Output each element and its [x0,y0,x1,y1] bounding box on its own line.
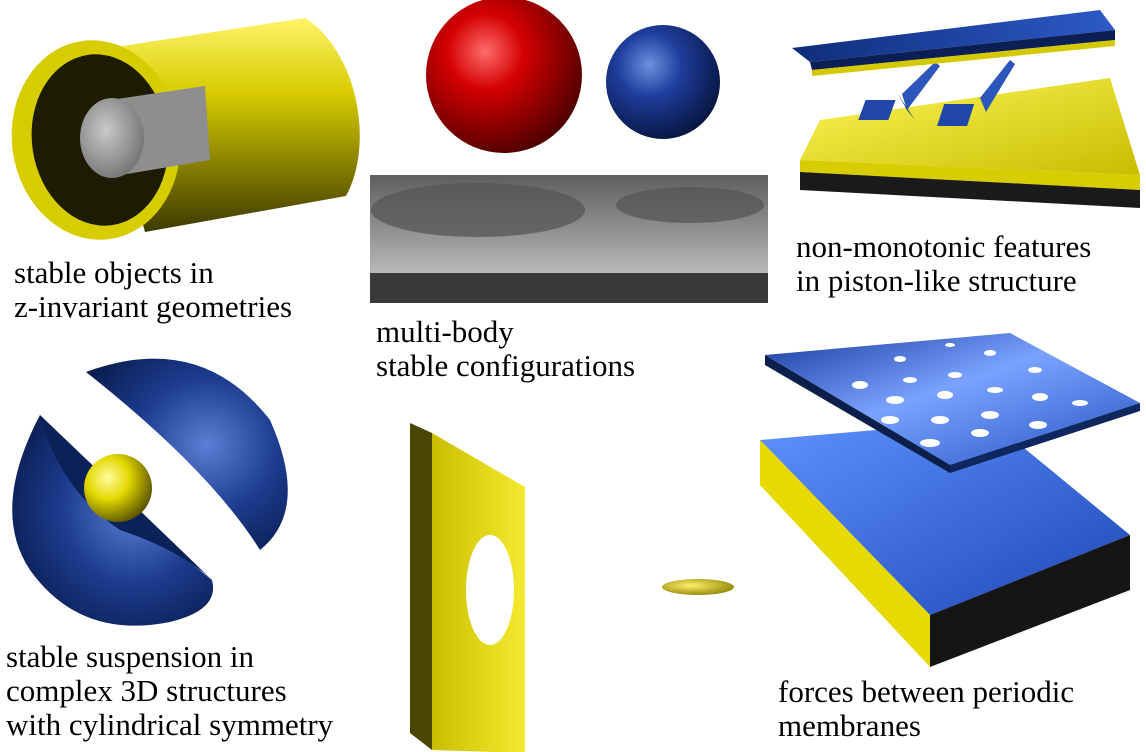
piston-structure-illustration [792,10,1140,208]
caption-line: in piston-like structure [796,263,1077,298]
membrane-holes [852,343,1088,447]
caption-line: with cylindrical symmetry [6,707,334,742]
panel-multi-body: multi-body stable configurations [360,0,780,390]
lower-slab-top [800,78,1140,175]
caption-line: membranes [778,708,921,743]
caption-membranes: forces between periodic membranes [778,675,1074,743]
caption-suspension: stable suspension in complex 3D structur… [6,640,333,742]
plate-edge [410,423,432,750]
plate-with-hole-illustration [410,423,734,752]
caption-line: stable configurations [376,348,636,383]
upper-plate [792,10,1115,62]
yellow-sphere [84,454,152,522]
caption-multi-body: multi-body stable configurations [376,315,635,383]
lower-slab-side-dark [930,535,1130,667]
caption-line: multi-body [376,314,514,349]
upper-hemisphere-shell [86,358,288,550]
caption-z-invariant: stable objects in z-invariant geometries [14,256,292,324]
inner-rod-end [80,98,144,178]
coaxial-cylinder-illustration [11,18,360,240]
panel-z-invariant: stable objects in z-invariant geometries [0,0,380,330]
lower-slab-side-yellow [760,440,930,667]
panel-membranes: forces between periodic membranes [750,325,1146,752]
spheres-over-plate-illustration [370,0,768,303]
blue-sphere-shadow [616,187,764,223]
caption-line: stable suspension in [6,639,254,674]
caption-line: forces between periodic [778,674,1075,709]
caption-line: complex 3D structures [6,673,287,708]
panel-suspension: stable suspension in complex 3D structur… [0,340,400,752]
caption-line: stable objects in [14,255,214,290]
caption-line: non-monotonic features [796,229,1092,264]
perforated-membrane [765,333,1140,465]
periodic-membranes-illustration [760,333,1140,667]
suspended-sphere-illustration [12,358,288,626]
panel-plate-hole [400,415,750,752]
left-pillar [902,62,940,110]
right-pillar [980,60,1015,112]
yellow-disk [662,579,734,595]
panel-piston: non-monotonic features in piston-like st… [780,0,1146,310]
red-sphere [426,0,582,153]
lower-slab-top [760,420,1130,615]
plate-hole [466,535,514,645]
caption-line: z-invariant geometries [14,289,293,324]
caption-piston: non-monotonic features in piston-like st… [796,230,1091,298]
red-sphere-shadow [371,183,585,237]
plate-edge [370,273,768,303]
blue-sphere [606,25,720,139]
